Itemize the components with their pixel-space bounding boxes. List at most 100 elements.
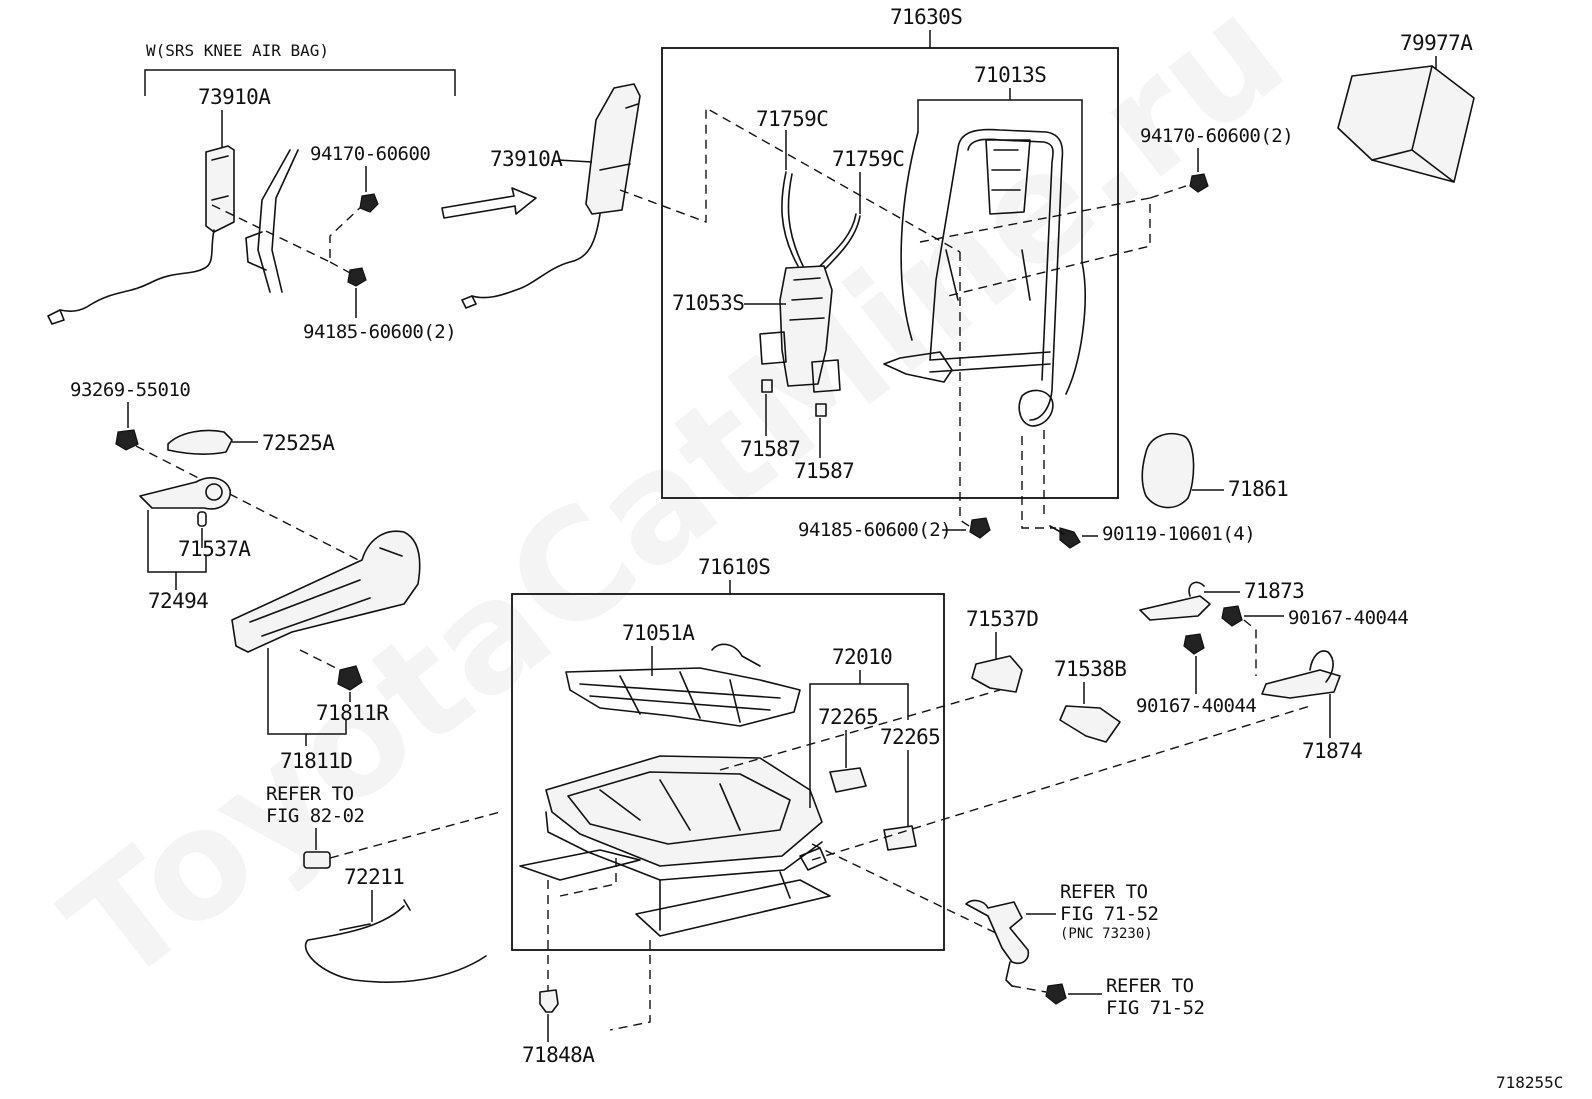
bracket-72494 [147, 510, 207, 573]
cable-72211[interactable] [304, 899, 487, 983]
ref-71-52-b-line2[interactable]: FIG 71-52 [1106, 997, 1205, 1019]
label-71587-a[interactable]: 71587 [740, 437, 801, 461]
clip-71848A[interactable] [539, 989, 559, 1013]
label-90119-10601-4[interactable]: 90119-10601(4) [1102, 523, 1256, 545]
dash-line-belt-bolt [1011, 985, 1047, 993]
bolt-90119-10601[interactable] [1049, 525, 1081, 549]
airbag-module-left[interactable] [47, 145, 235, 325]
label-71538B[interactable]: 71538B [1054, 657, 1127, 681]
leader-71013S [917, 88, 1083, 262]
label-72525A[interactable]: 72525A [262, 431, 336, 455]
label-71759C-a[interactable]: 71759C [756, 107, 829, 131]
group-bracket-knee-airbag [144, 69, 456, 96]
bracket-72010 [809, 670, 909, 808]
label-72494[interactable]: 72494 [148, 589, 209, 613]
assembly-box-71610S [511, 593, 945, 951]
ref-71-52-b-line1[interactable]: REFER TO [1106, 975, 1194, 997]
label-71873[interactable]: 71873 [1244, 579, 1305, 603]
label-72265-a[interactable]: 72265 [818, 705, 879, 729]
ref-71-52-a-line3[interactable]: (PNC 73230) [1060, 926, 1153, 942]
dash-line-frame-bolt-left [959, 252, 973, 529]
label-71053S[interactable]: 71053S [672, 291, 745, 315]
label-71013S[interactable]: 71013S [974, 63, 1047, 87]
dash-line-screw-a [1243, 619, 1257, 676]
label-71759C-b[interactable]: 71759C [832, 147, 905, 171]
dash-line-belt [811, 843, 999, 935]
connector-ref-82-02[interactable] [303, 851, 331, 869]
label-90167-40044-a[interactable]: 90167-40044 [1288, 607, 1409, 629]
leader-73910A-right [557, 159, 593, 163]
clip-71811R[interactable] [337, 665, 363, 691]
screw-90167-40044-b[interactable] [1183, 633, 1205, 655]
nut-94185-60600-left[interactable] [347, 267, 367, 287]
label-72010[interactable]: 72010 [832, 645, 893, 669]
label-71811D[interactable]: 71811D [280, 749, 353, 773]
label-71874[interactable]: 71874 [1302, 739, 1363, 763]
label-90167-40044-b[interactable]: 90167-40044 [1136, 695, 1257, 717]
seat-cushion-frame[interactable] [519, 755, 831, 937]
nut-94185-60600-right[interactable] [969, 517, 991, 539]
label-73910A-left[interactable]: 73910A [198, 85, 272, 109]
cover-71538B[interactable] [1059, 705, 1121, 743]
label-71587-b[interactable]: 71587 [794, 459, 855, 483]
clip-71587-a[interactable] [761, 379, 773, 393]
bracket-71873[interactable] [1139, 581, 1211, 621]
label-72265-b[interactable]: 72265 [880, 725, 941, 749]
screw-90167-40044-a[interactable] [1221, 605, 1243, 627]
ref-71-52-a-line1[interactable]: REFER TO [1060, 881, 1148, 903]
dash-line-rail-2 [609, 940, 651, 1031]
label-71861[interactable]: 71861 [1228, 477, 1289, 501]
label-71051A[interactable]: 71051A [622, 621, 696, 645]
ref-82-02-line1[interactable]: REFER TO [266, 783, 354, 805]
label-71811R[interactable]: 71811R [316, 701, 390, 725]
label-71537D[interactable]: 71537D [966, 607, 1039, 631]
recliner-lever-72494[interactable] [139, 477, 231, 527]
label-71848A[interactable]: 71848A [522, 1043, 596, 1067]
group-label-knee-airbag: W(SRS KNEE AIR BAG) [146, 41, 329, 60]
dash-line-71537D [719, 689, 1001, 771]
dash-line-clip-94170 [1149, 185, 1187, 199]
dash-line-airbag-clips [211, 203, 365, 264]
label-71630S[interactable]: 71630S [890, 5, 963, 29]
seatback-frame[interactable] [883, 128, 1064, 427]
headrest-cover-79977A[interactable] [1337, 65, 1475, 183]
label-79977A[interactable]: 79977A [1400, 31, 1474, 55]
label-94170-60600[interactable]: 94170-60600 [310, 143, 431, 165]
label-94185-60600-2-left[interactable]: 94185-60600(2) [303, 321, 457, 343]
headrest-71861[interactable] [1141, 432, 1195, 509]
dash-line-cover-clip [299, 649, 341, 671]
ref-71-52-a-line2[interactable]: FIG 71-52 [1060, 903, 1159, 925]
label-73910A-right[interactable]: 73910A [490, 147, 564, 171]
label-71537A[interactable]: 71537A [178, 537, 252, 561]
dash-line-airbag-nut [329, 261, 353, 275]
label-93269-55010[interactable]: 93269-55010 [70, 379, 191, 401]
ref-82-02-line2[interactable]: FIG 82-02 [266, 805, 365, 827]
seat-spring-71051A[interactable] [565, 643, 801, 727]
seat-side-cover-71811D[interactable] [231, 530, 421, 653]
screw-93269-55010[interactable] [115, 429, 139, 451]
adjuster-72265-b[interactable] [883, 825, 917, 851]
dash-line-frame-clips [919, 197, 1151, 297]
dash-line-rail [559, 858, 617, 897]
cover-71874[interactable] [1261, 650, 1341, 699]
lumbar-wire-71759C[interactable] [781, 171, 861, 273]
assembly-box-71630S [661, 47, 1119, 499]
clip-71587-b[interactable] [815, 403, 827, 417]
bolt-ref-71-52[interactable] [1045, 983, 1067, 1005]
trim-71537D[interactable] [971, 655, 1023, 693]
label-71610S[interactable]: 71610S [698, 555, 771, 579]
dash-line-frame-bolt-right [1021, 436, 1056, 529]
adjuster-72265-a[interactable] [829, 767, 867, 793]
lumbar-plate-71053S[interactable] [759, 265, 841, 393]
clip-94170-60600[interactable] [359, 193, 379, 213]
label-72211[interactable]: 72211 [344, 865, 405, 889]
label-94185-60600-2-right[interactable]: 94185-60600(2) [798, 519, 952, 541]
dash-line-airbag-right [619, 106, 961, 253]
seat-belt-buckle[interactable] [965, 899, 1030, 987]
label-94170-60600-2[interactable]: 94170-60600(2) [1140, 125, 1294, 147]
airbag-module-right[interactable] [461, 83, 641, 309]
clip-94170-60600-2[interactable] [1189, 173, 1209, 193]
frame-wire-right [1065, 261, 1086, 395]
lever-knob-72525A[interactable] [167, 429, 233, 455]
